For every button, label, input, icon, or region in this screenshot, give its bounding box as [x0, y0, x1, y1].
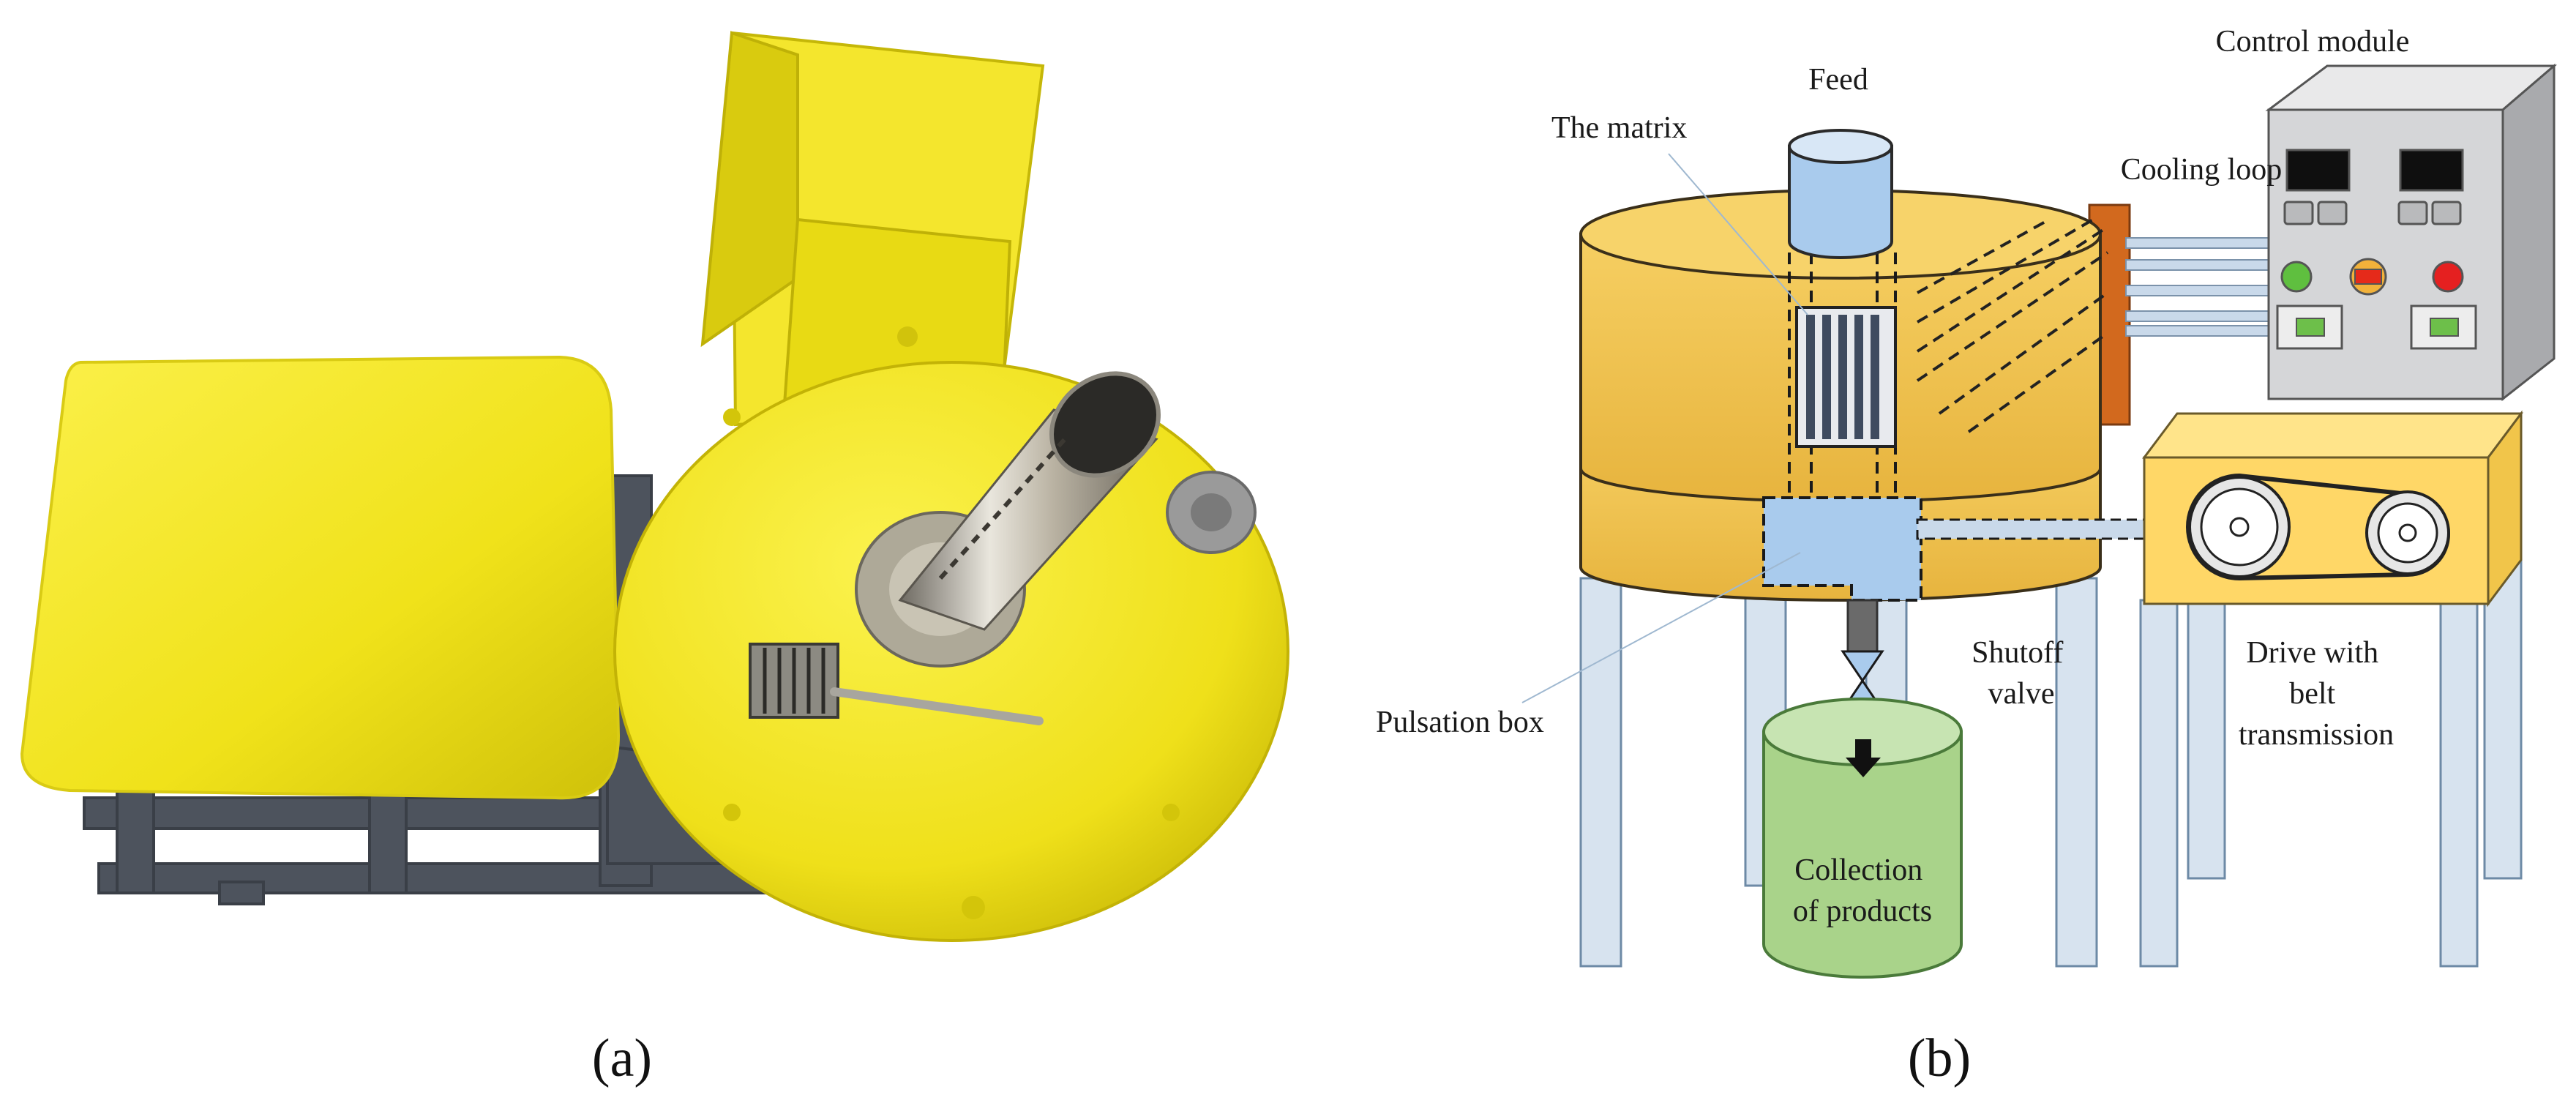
collection-container [1762, 698, 1963, 979]
matrix [1795, 306, 1897, 448]
pulsation-box [1762, 496, 1922, 602]
drive-line-3: transmission [2239, 718, 2394, 752]
matrix-insert [749, 643, 1044, 725]
flange-tube [855, 371, 1161, 668]
label-collection: Collection of products [1793, 853, 1932, 928]
label-cooling-loop: Cooling loop [2121, 153, 2283, 187]
caption-a: (a) [592, 1028, 652, 1088]
drive-legs [2139, 555, 2523, 968]
feed-cylinder [1788, 129, 1893, 259]
label-matrix: The matrix [1551, 111, 1687, 145]
caption-b: (b) [1908, 1028, 1971, 1088]
cooling-coil [1916, 218, 2109, 433]
drive-rod [1916, 518, 2168, 540]
drive-line-1: Drive with [2246, 636, 2378, 670]
shutoff-line-2: valve [1988, 677, 2055, 711]
label-shutoff-valve: Shutoff valve [1972, 636, 2071, 711]
left-cover [20, 355, 621, 800]
label-control-module: Control module [2216, 25, 2410, 59]
label-pulsation-box: Pulsation box [1376, 706, 1544, 739]
arrow-down-icon [1846, 739, 1881, 777]
drive-line-2: belt [2289, 677, 2335, 711]
panel-a-photo: (a) [20, 31, 1289, 1088]
panel-b-schematic: Feed Control module The matrix Cooling l… [1376, 25, 2558, 1088]
hopper [700, 31, 1045, 427]
collection-line-2: of products [1793, 894, 1932, 928]
leader-lines [1521, 153, 1808, 703]
label-drive: Drive with belt transmission [2239, 636, 2394, 752]
collection-line-1: Collection [1794, 853, 1922, 887]
label-feed: Feed [1808, 63, 1868, 97]
shutoff-line-1: Shutoff [1972, 636, 2063, 670]
cooling-pipes [2125, 237, 2280, 337]
belt-transmission [2186, 473, 2450, 581]
motor [1166, 471, 1257, 554]
control-module [2265, 63, 2558, 402]
